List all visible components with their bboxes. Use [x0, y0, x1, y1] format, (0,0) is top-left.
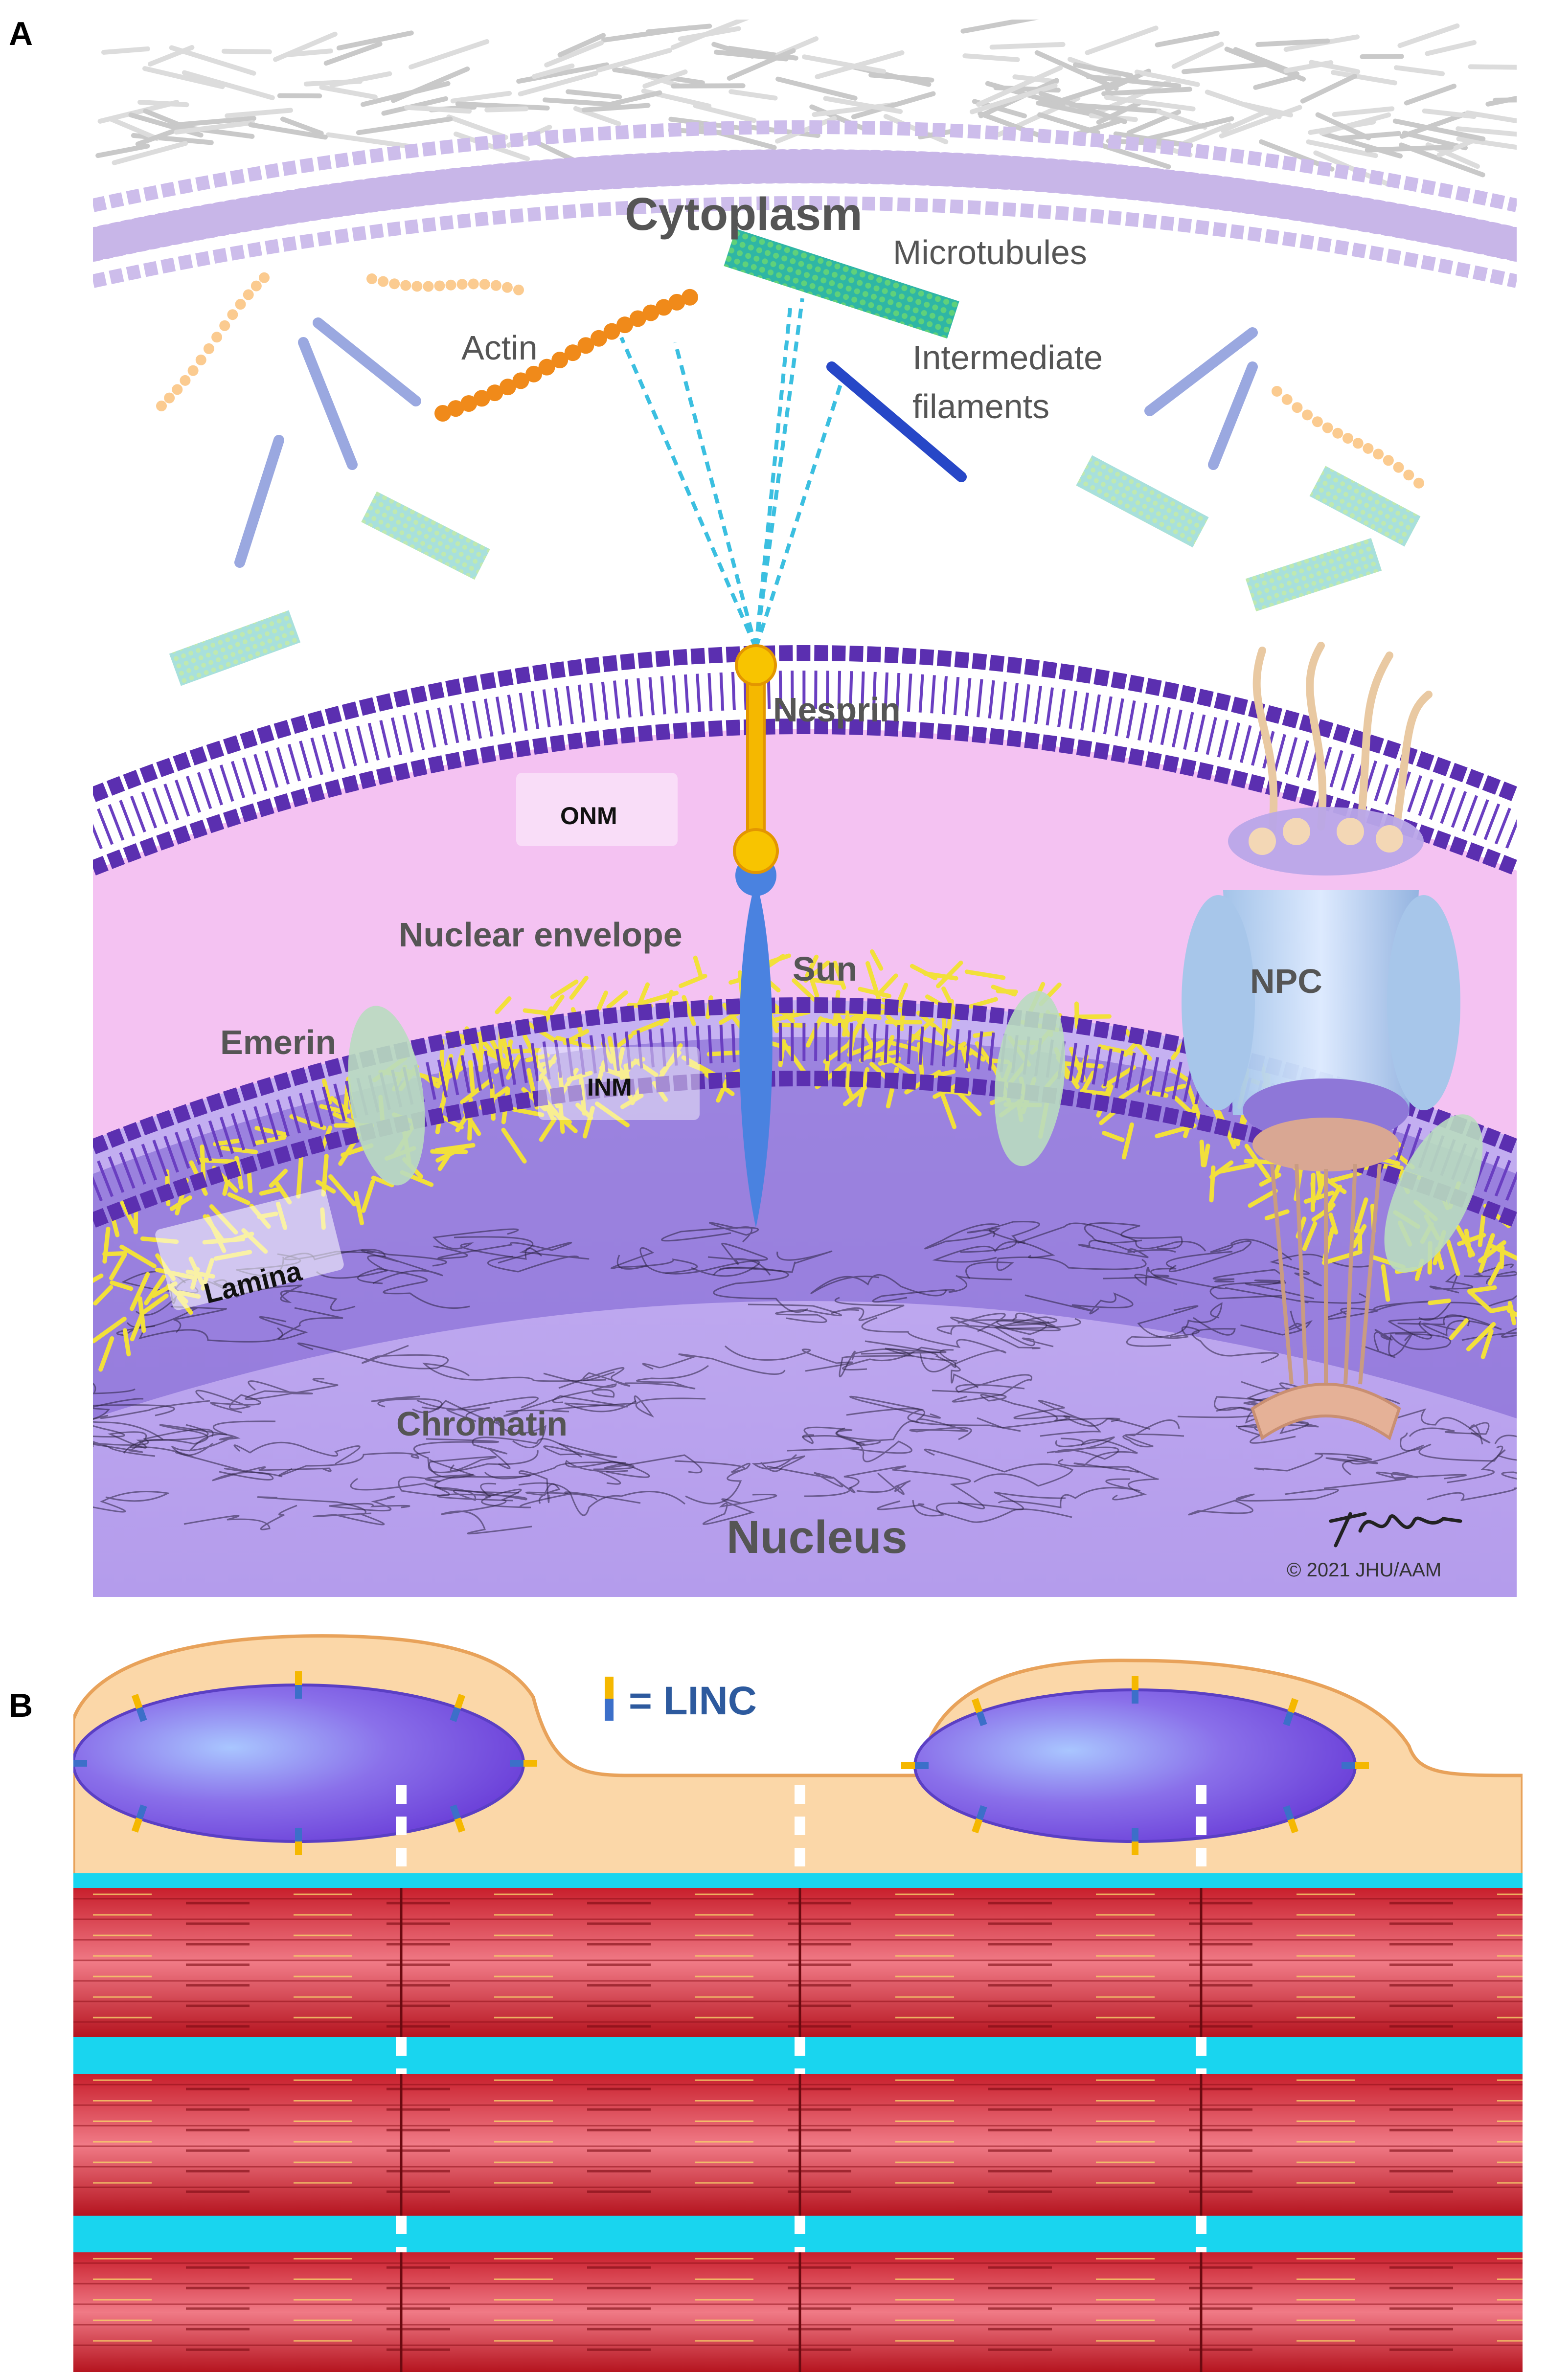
label-filaments: filaments — [912, 387, 1049, 426]
perinuclear-space — [93, 729, 1517, 1140]
plasma-membrane — [93, 120, 1517, 288]
label-microtubules: Microtubules — [893, 233, 1087, 271]
linc-legend: = LINC — [605, 1677, 757, 1723]
linc-complex-markers — [73, 1671, 1369, 1855]
actin-filament — [434, 289, 698, 422]
outer-nuclear-membrane — [93, 645, 1517, 876]
label-onm: ONM — [560, 802, 617, 830]
label-nucleus: Nucleus — [727, 1511, 908, 1563]
panel-b: = LINC — [73, 1634, 1523, 2372]
label-emerin: Emerin — [220, 1023, 336, 1061]
panel-a: Cytoplasm Microtubules Actin Intermediat… — [93, 20, 1517, 1597]
label-chromatin: Chromatin — [396, 1405, 568, 1443]
nesprin-protein — [733, 644, 779, 874]
label-nuclear-envelope: Nuclear envelope — [399, 916, 682, 954]
intermediate-filament — [826, 361, 967, 482]
microtubule — [724, 228, 959, 339]
z-disc-markers — [396, 1785, 1206, 2252]
emerin-protein — [348, 1006, 425, 1186]
onm-highlight — [516, 773, 678, 846]
emerin-protein-2 — [994, 990, 1066, 1167]
scattered-actin — [156, 272, 1424, 489]
inner-nuclear-zone — [93, 1037, 1517, 1418]
sun-protein — [739, 880, 773, 1228]
lamina-highlight — [155, 1189, 344, 1310]
myofibril-bundles — [73, 1873, 1523, 2372]
label-nesprin: Nesprin — [773, 691, 901, 729]
label-intermediate: Intermediate — [912, 338, 1103, 377]
label-actin: Actin — [461, 329, 538, 367]
emerin-protein-3 — [1384, 1114, 1483, 1273]
scattered-intermediate-filaments — [234, 317, 1258, 568]
nesprin-cytoskeleton-tethers — [619, 298, 843, 649]
inm-highlight — [538, 1047, 700, 1120]
scattered-microtubules — [169, 455, 1421, 686]
linc-legend-text: = LINC — [629, 1679, 757, 1723]
label-cytoplasm: Cytoplasm — [625, 188, 863, 240]
cortical-filament-mesh — [95, 20, 1517, 187]
nuclear-pore-complex — [1182, 642, 1460, 1440]
copyright-notice: © 2021 JHU/AAM — [1287, 1559, 1441, 1581]
label-sun: Sun — [793, 950, 857, 988]
artist-signature — [1329, 1512, 1462, 1548]
panel-b-letter: B — [9, 1687, 33, 1724]
panel-a-letter: A — [9, 15, 33, 52]
label-inm: INM — [587, 1074, 632, 1101]
label-npc: NPC — [1250, 962, 1322, 1000]
